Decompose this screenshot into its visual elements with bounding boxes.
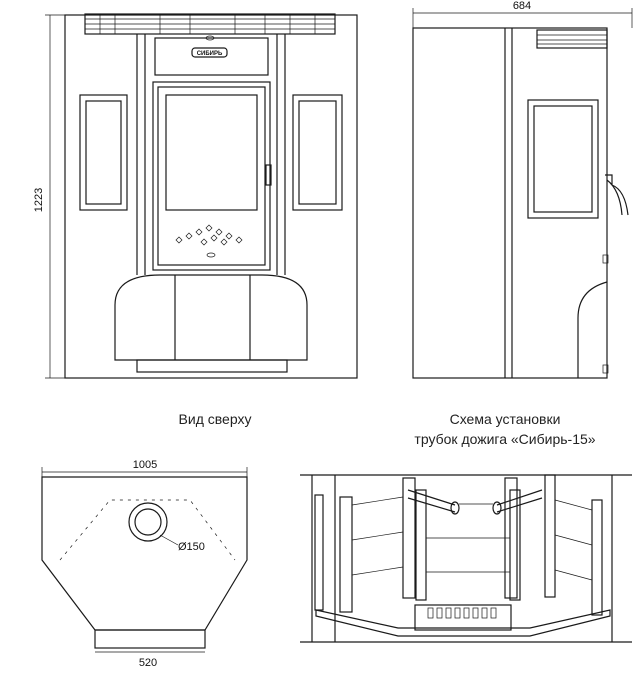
top-grille [84,13,336,35]
door-handle-side [605,174,629,216]
afterburn-tube-right [496,489,543,513]
grate [414,604,512,631]
flue-diameter: Ø150 [178,541,205,553]
afterburn-tube-left [407,489,456,513]
bottom-panel [114,274,308,361]
top-view-caption: Вид сверху [178,411,252,427]
tubes-caption-line2: трубок дожига «Сибирь-15» [414,431,596,447]
door-handle [265,164,272,186]
firebox-door [152,81,271,271]
door-glass [165,94,258,211]
top-view: 1005 Ø150 520 [41,459,248,669]
front-view: 1223 СИБИРЬ [33,13,358,379]
flue-outlet [128,502,168,542]
side-window-left [79,94,128,211]
side-window-right [292,94,343,211]
top-width-dimension: 1005 [133,459,157,471]
side-view: 684 [412,0,633,379]
afterburn-tubes-scheme [300,474,632,643]
width-dimension: 684 [513,0,531,12]
brand-logo [191,47,228,58]
base-width-dimension: 520 [139,657,157,669]
tubes-caption-line1: Схема установки [449,411,561,427]
height-dimension: 1223 [33,188,45,212]
door-vents [175,224,243,258]
brand-logo-text: СИБИРЬ [197,51,223,57]
